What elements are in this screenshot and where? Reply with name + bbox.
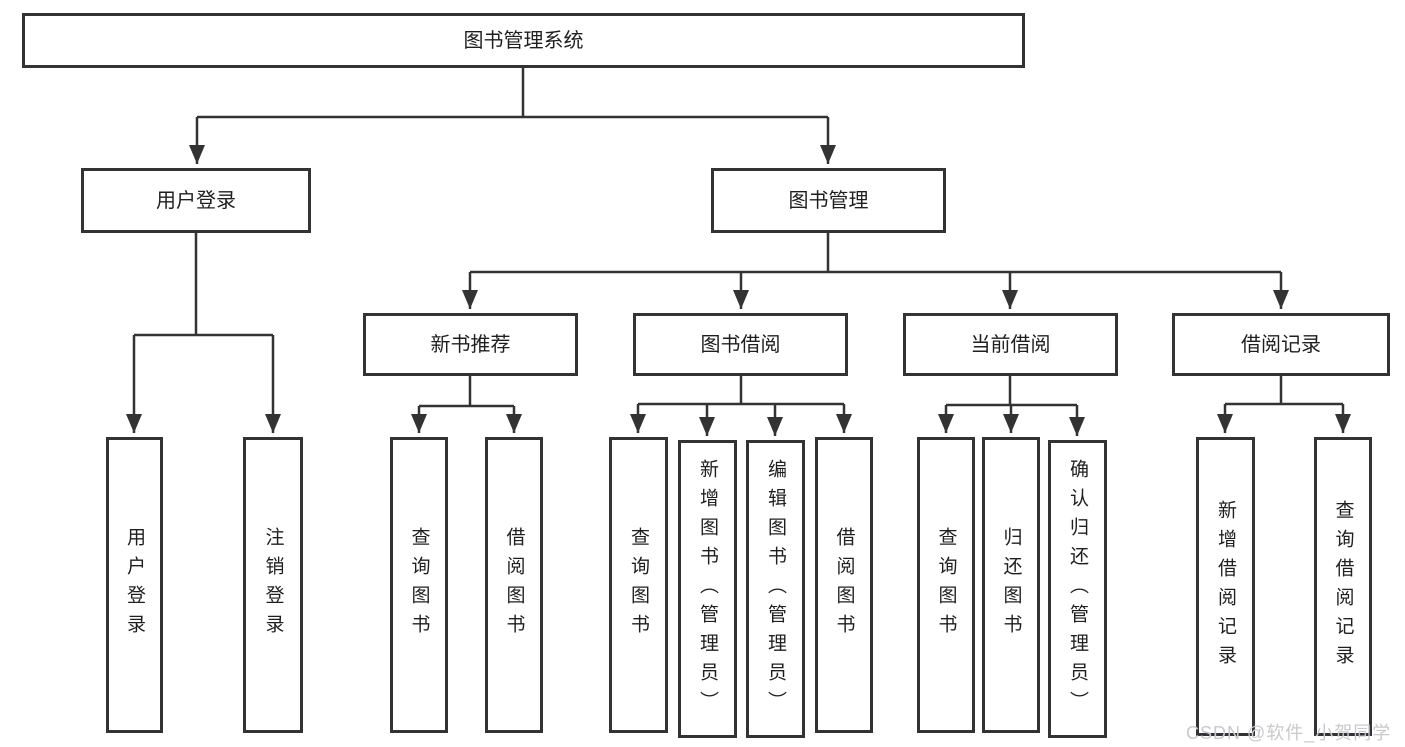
node-user-login: 用户登录 [81, 168, 311, 233]
leaf-user-login: 用户登录 [106, 437, 163, 733]
leaf-query-books-recommend: 查询图书 [390, 437, 448, 733]
leaf-query-books-borrow: 查询图书 [609, 437, 668, 733]
leaf-add-books-admin: 新增图书（管理员） [678, 440, 737, 738]
node-book-borrow: 图书借阅 [633, 313, 848, 376]
node-borrow-records: 借阅记录 [1172, 313, 1390, 376]
node-new-book-recommend: 新书推荐 [363, 313, 578, 376]
leaf-logout: 注销登录 [243, 437, 303, 733]
node-root: 图书管理系统 [22, 13, 1025, 68]
leaf-return-books: 归还图书 [982, 437, 1040, 733]
leaf-borrow-books-recommend: 借阅图书 [485, 437, 543, 733]
leaf-edit-books-admin: 编辑图书（管理员） [746, 440, 805, 738]
node-current-borrow: 当前借阅 [903, 313, 1118, 376]
node-book-management: 图书管理 [711, 168, 946, 233]
leaf-add-borrow-record: 新增借阅记录 [1196, 437, 1255, 736]
leaf-confirm-return-admin: 确认归还（管理员） [1048, 440, 1107, 738]
leaf-borrow-books-borrow: 借阅图书 [815, 437, 873, 733]
connector-group [126, 68, 1351, 436]
csdn-watermark: CSDN @软件_小贺同学 [1186, 723, 1392, 743]
leaf-query-books-current: 查询图书 [917, 437, 975, 733]
leaf-query-borrow-record: 查询借阅记录 [1314, 437, 1372, 736]
